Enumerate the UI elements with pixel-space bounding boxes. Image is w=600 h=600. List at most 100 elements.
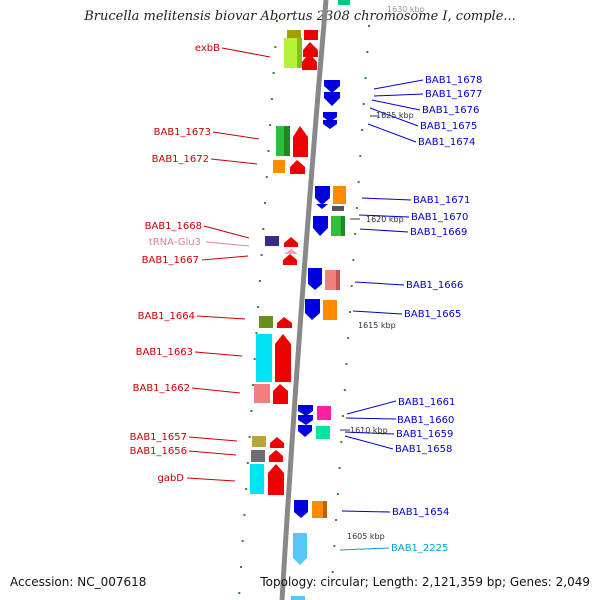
gene-feature[interactable] — [312, 501, 326, 518]
trna-label[interactable]: tRNA-Glu3 — [149, 237, 201, 248]
gene-label[interactable]: BAB1_1658 — [395, 444, 452, 455]
gene-label[interactable]: BAB1_1669 — [410, 227, 467, 238]
gene-arrow[interactable] — [316, 204, 328, 209]
gene-arrow[interactable] — [269, 450, 283, 462]
gene-label[interactable]: BAB1_1676 — [422, 105, 479, 116]
gene-arrow[interactable] — [293, 126, 308, 157]
gene-label[interactable]: BAB1_1657 — [130, 432, 187, 443]
leader-line — [212, 131, 260, 140]
gene-arrow[interactable] — [293, 533, 307, 565]
ruler-label: 1605 kbp — [347, 532, 385, 541]
gene-arrow[interactable] — [283, 254, 297, 265]
gene-label[interactable]: gabD — [157, 473, 184, 484]
gene-feature[interactable] — [332, 206, 344, 211]
gene-feature[interactable] — [291, 596, 305, 600]
gene-feature[interactable] — [297, 38, 302, 68]
gene-feature[interactable] — [304, 30, 318, 40]
labels-left: exbB BAB1_1673 BAB1_1672 BAB1_1668 tRNA-… — [130, 43, 221, 484]
gene-arrow[interactable] — [302, 53, 317, 70]
gene-feature[interactable] — [317, 406, 331, 420]
gene-label[interactable]: BAB1_1672 — [152, 154, 209, 165]
gene-feature[interactable] — [284, 126, 290, 156]
gene-feature[interactable] — [331, 216, 343, 236]
gene-arrow[interactable] — [315, 186, 330, 205]
tick-mark — [335, 519, 338, 521]
tick-mark — [338, 467, 341, 469]
gene-label[interactable]: BAB1_1662 — [133, 383, 190, 394]
gene-feature[interactable] — [251, 450, 265, 462]
tick-mark — [366, 51, 369, 53]
gene-arrow[interactable] — [305, 299, 320, 320]
gene-arrow[interactable] — [323, 120, 337, 129]
gene-feature[interactable] — [323, 501, 327, 518]
gene-feature[interactable] — [341, 216, 345, 236]
tick-mark — [252, 384, 254, 386]
gene-label[interactable]: BAB1_1660 — [397, 415, 454, 426]
gene-arrow[interactable] — [298, 405, 313, 416]
gene-arrow[interactable] — [290, 160, 305, 174]
gene-label[interactable]: BAB1_1677 — [425, 89, 482, 100]
tick-mark — [243, 514, 246, 516]
gene-feature[interactable] — [259, 316, 273, 328]
leader-line — [373, 79, 424, 90]
gene-label[interactable]: BAB1_1663 — [136, 347, 193, 358]
gene-arrow[interactable] — [324, 92, 340, 106]
gene-arrow[interactable] — [284, 237, 298, 247]
gene-label[interactable]: BAB1_2225 — [391, 543, 448, 554]
gene-arrow[interactable] — [270, 437, 284, 448]
gene-label[interactable]: BAB1_1661 — [398, 397, 455, 408]
gene-label[interactable]: BAB1_1678 — [425, 75, 482, 86]
gene-label[interactable]: BAB1_1656 — [130, 446, 187, 457]
leader-line — [210, 158, 258, 165]
leader-line — [191, 387, 241, 394]
gene-feature[interactable] — [338, 0, 350, 5]
tick-mark — [331, 571, 334, 573]
gene-arrow[interactable] — [303, 42, 318, 57]
gene-label[interactable]: BAB1_1659 — [396, 429, 453, 440]
gene-arrow[interactable] — [308, 268, 322, 290]
gene-feature[interactable] — [316, 426, 330, 439]
gene-arrow[interactable] — [298, 425, 312, 437]
gene-arrow[interactable] — [268, 464, 284, 495]
tick-mark — [359, 155, 362, 157]
gene-arrow[interactable] — [273, 384, 288, 404]
gene-arrow[interactable] — [323, 112, 337, 122]
gene-arrow[interactable] — [294, 500, 308, 518]
gene-feature[interactable] — [323, 300, 337, 320]
gene-feature[interactable] — [284, 38, 298, 68]
gene-label[interactable]: BAB1_1667 — [142, 255, 199, 266]
gene-label[interactable]: BAB1_1654 — [392, 507, 449, 518]
leader-line — [367, 123, 417, 143]
gene-feature[interactable] — [273, 160, 285, 173]
chromosome-backbone — [279, 0, 329, 600]
gene-feature[interactable] — [256, 334, 272, 382]
gene-label[interactable]: BAB1_1670 — [411, 212, 468, 223]
gene-arrow[interactable] — [324, 80, 340, 93]
gene-feature[interactable] — [250, 464, 264, 494]
gene-label[interactable]: BAB1_1668 — [145, 221, 202, 232]
gene-label[interactable]: exbB — [195, 43, 220, 54]
gene-arrow[interactable] — [298, 415, 313, 425]
gene-label[interactable]: BAB1_1674 — [418, 137, 475, 148]
trna-arrow[interactable] — [284, 249, 298, 254]
gene-label[interactable]: BAB1_1673 — [154, 127, 211, 138]
gene-feature[interactable] — [325, 270, 339, 290]
gene-label[interactable]: BAB1_1675 — [420, 121, 477, 132]
gene-label[interactable]: BAB1_1664 — [138, 311, 195, 322]
ruler: 1630 kbp 1625 kbp 1620 kbp 1615 kbp 1610… — [340, 5, 425, 541]
gene-label[interactable]: BAB1_1666 — [406, 280, 463, 291]
gene-arrow[interactable] — [277, 317, 292, 328]
gene-feature[interactable] — [287, 30, 301, 40]
gene-feature[interactable] — [254, 384, 270, 403]
gene-arrow[interactable] — [313, 216, 328, 236]
gene-feature[interactable] — [333, 186, 346, 204]
gene-arrow[interactable] — [275, 334, 291, 382]
gene-feature[interactable] — [252, 436, 266, 447]
gene-feature[interactable] — [265, 236, 279, 246]
gene-label[interactable]: BAB1_1671 — [413, 195, 470, 206]
gene-feature[interactable] — [336, 270, 340, 290]
gene-feature[interactable] — [276, 126, 286, 156]
tick-mark — [264, 202, 266, 204]
leader-line — [188, 436, 238, 442]
gene-label[interactable]: BAB1_1665 — [404, 309, 461, 320]
